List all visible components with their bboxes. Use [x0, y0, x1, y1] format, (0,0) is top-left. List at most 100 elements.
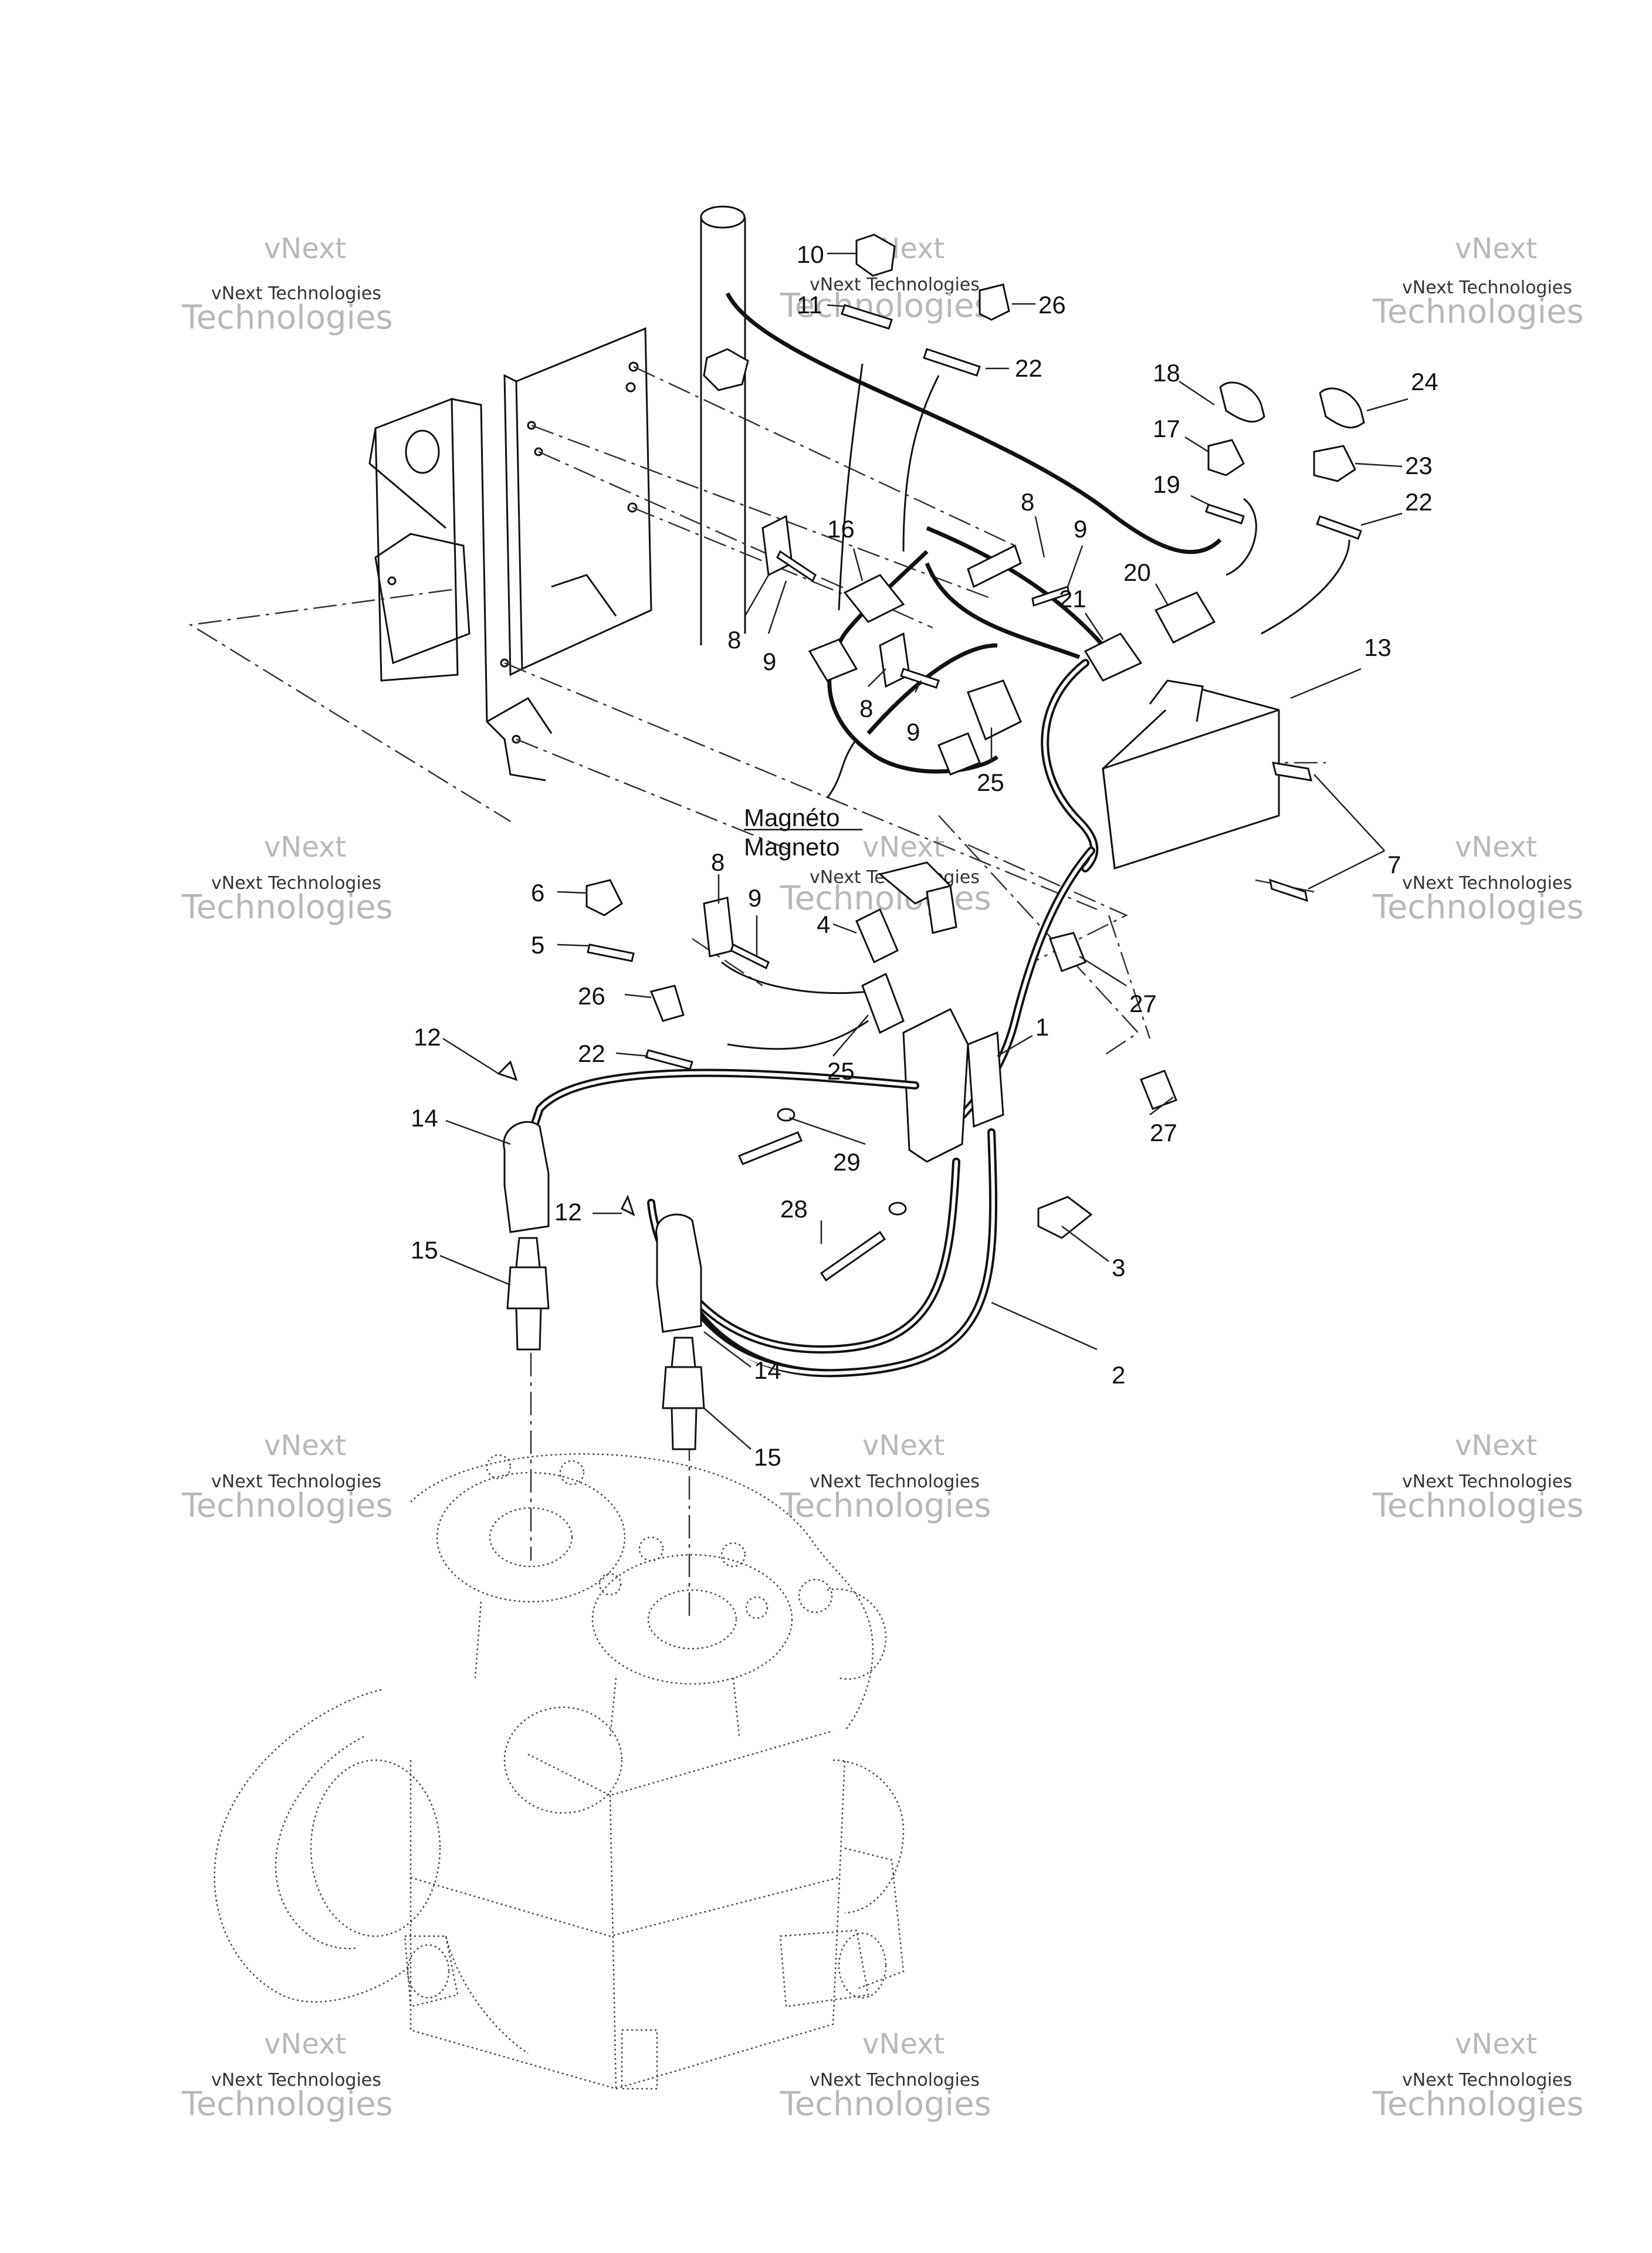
watermark-line3: Technologies	[1372, 888, 1584, 926]
part-21	[1084, 632, 1143, 682]
magneto-label-fr: Magnéto	[744, 804, 839, 831]
callout-24: 24	[1411, 368, 1438, 395]
callout-1: 1	[1035, 1013, 1049, 1041]
watermark-line3: Technologies	[780, 879, 991, 918]
part-24	[1319, 387, 1365, 429]
plug-cap-14a	[503, 1121, 550, 1233]
part-25-upper	[967, 679, 1022, 741]
watermark-line2: vNext Technologies	[810, 2070, 980, 2090]
callout-18: 18	[1153, 359, 1180, 387]
leader-lines	[439, 252, 1409, 1450]
magneto-label: Magnéto Magneto	[744, 804, 862, 861]
washer-29b	[888, 1202, 907, 1216]
watermark-line1: vNext	[1455, 2028, 1537, 2061]
callout-5: 5	[531, 931, 544, 959]
spark-plug-15b	[662, 1366, 705, 1409]
part-12a	[497, 1060, 518, 1081]
watermark-line2: vNext Technologies	[211, 283, 381, 304]
small-parts-upper	[761, 234, 1365, 776]
callout-7: 7	[1387, 851, 1401, 878]
watermark: vNext vNext Technologies Technologies	[181, 2028, 393, 2123]
watermark-line2: vNext Technologies	[1402, 2070, 1572, 2090]
watermark-line1: vNext	[1455, 232, 1537, 265]
callout-17: 17	[1153, 415, 1180, 442]
callout-15: 15	[754, 1443, 781, 1471]
callout-10: 10	[797, 241, 824, 268]
part-9b	[1031, 586, 1070, 607]
bolt-28a	[738, 1131, 803, 1165]
callout-22: 22	[578, 1040, 605, 1067]
callout-4: 4	[817, 911, 830, 938]
callout-20: 20	[1123, 559, 1151, 586]
spark-plug-15a	[506, 1266, 550, 1310]
callout-9: 9	[763, 648, 776, 675]
part-26-mid	[649, 985, 685, 1022]
plug-cap-14b	[655, 1213, 702, 1333]
watermark: vNext vNext Technologies Technologies	[780, 1429, 991, 1525]
callout-9: 9	[1074, 515, 1087, 543]
watermark-line1: vNext	[264, 232, 346, 265]
callout-13: 13	[1364, 634, 1392, 661]
watermark-line1: vNext	[264, 1429, 346, 1462]
part-23	[1313, 445, 1356, 482]
watermark-line2: vNext Technologies	[1402, 278, 1572, 298]
assembly-lines	[188, 366, 1326, 1619]
watermark-line3: Technologies	[780, 2085, 991, 2123]
part-20	[1154, 591, 1216, 644]
watermark: vNext vNext Technologies Technologies	[1372, 232, 1584, 331]
watermark-line1: vNext	[862, 2028, 945, 2061]
magneto-label-en: Magneto	[744, 833, 839, 861]
callout-12: 12	[414, 1023, 441, 1051]
part-8a	[761, 515, 793, 577]
callout-8: 8	[727, 626, 741, 654]
callout-27: 27	[1129, 990, 1157, 1017]
callout-26: 26	[1038, 291, 1066, 319]
watermark: vNext vNext Technologies Technologies	[1372, 831, 1584, 926]
callout-11: 11	[797, 291, 822, 319]
part-26-upper	[979, 283, 1010, 321]
part-8b	[967, 544, 1022, 588]
part-11	[841, 304, 893, 330]
callout-3: 3	[1112, 1254, 1125, 1281]
part-8d	[703, 897, 734, 958]
part-17	[1207, 439, 1245, 476]
part-22-right	[1316, 515, 1362, 540]
callout-15: 15	[411, 1236, 438, 1264]
watermark-line2: vNext Technologies	[810, 1471, 980, 1492]
cdi-module	[1102, 679, 1313, 902]
mounting-bracket	[368, 205, 749, 782]
watermark-line2: vNext Technologies	[810, 275, 980, 295]
bolt-7a	[1271, 762, 1313, 782]
watermark-line3: Technologies	[181, 1487, 393, 1525]
small-parts-middle	[497, 861, 1177, 1282]
part-18	[1219, 381, 1265, 423]
watermark-line2: vNext Technologies	[211, 2070, 381, 2090]
callout-2: 2	[1112, 1361, 1125, 1389]
callout-25: 25	[977, 769, 1004, 796]
spark-plug-right	[655, 1213, 705, 1450]
watermark-line3: Technologies	[181, 299, 393, 337]
callout-25: 25	[827, 1057, 855, 1085]
part-4	[855, 908, 899, 964]
part-3	[1037, 1196, 1093, 1239]
watermark-line1: vNext	[1455, 1429, 1537, 1462]
callout-22: 22	[1015, 354, 1042, 382]
callout-8: 8	[859, 695, 873, 722]
part-19	[1205, 503, 1245, 525]
callout-6: 6	[531, 879, 544, 906]
watermark-line2: vNext Technologies	[1402, 1471, 1572, 1492]
part-8c	[879, 632, 910, 688]
watermark: vNext vNext Technologies Technologies	[780, 232, 991, 325]
callout-9: 9	[906, 718, 920, 746]
watermark-line1: vNext	[862, 831, 945, 864]
watermark-line3: Technologies	[780, 1487, 991, 1525]
callout-9: 9	[748, 884, 761, 912]
callout-22: 22	[1405, 488, 1433, 516]
callout-28: 28	[780, 1195, 808, 1223]
watermark-line3: Technologies	[1372, 1487, 1584, 1525]
watermark-line2: vNext Technologies	[1402, 873, 1572, 894]
part-25-mid	[861, 972, 905, 1034]
callout-8: 8	[711, 848, 725, 876]
callout-21: 21	[1059, 585, 1086, 613]
